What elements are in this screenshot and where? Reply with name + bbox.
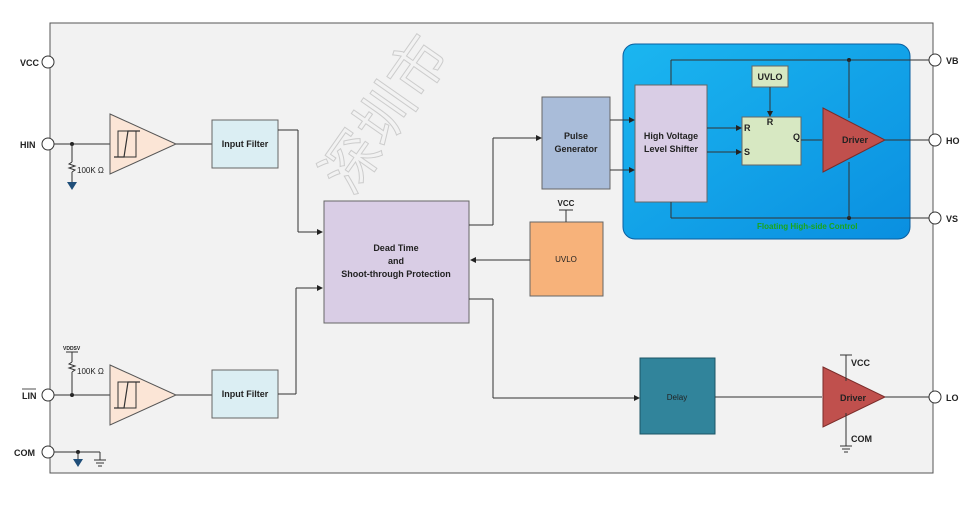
driver-low-label: Driver bbox=[840, 393, 867, 403]
pin-com-label: COM bbox=[14, 448, 35, 458]
lo-vcc-label: VCC bbox=[851, 358, 871, 368]
pulse-gen-label-2: Generator bbox=[554, 144, 598, 154]
driver-high bbox=[822, 107, 887, 173]
hv-level-shifter-block bbox=[634, 84, 708, 203]
latch-r-left: R bbox=[744, 123, 751, 133]
input-filter-high bbox=[211, 119, 279, 169]
input-filter-low-label: Input Filter bbox=[222, 389, 269, 399]
pin-hin[interactable]: HIN bbox=[20, 137, 55, 151]
floating-label: Floating High-side Control bbox=[757, 222, 857, 231]
comparator-low bbox=[109, 364, 178, 426]
dead-time-label-2: and bbox=[388, 256, 404, 266]
pin-lo-label: LO bbox=[946, 393, 959, 403]
uvlo-low-block bbox=[529, 221, 604, 297]
res-high-label: 100K Ω bbox=[77, 166, 104, 175]
pin-vs[interactable]: VS bbox=[928, 211, 958, 225]
pulse-gen-label-1: Pulse bbox=[564, 131, 588, 141]
uvlo-vcc-label: VCC bbox=[558, 199, 575, 208]
vddsv-label: VDDSV bbox=[63, 346, 81, 352]
latch-r-top: R bbox=[767, 117, 774, 127]
pin-ho-label: HO bbox=[946, 136, 960, 146]
latch-block bbox=[741, 116, 802, 166]
dead-time-label-1: Dead Time bbox=[373, 243, 418, 253]
uvlo-high-label: UVLO bbox=[757, 72, 782, 82]
pin-vb[interactable]: VB bbox=[928, 53, 959, 67]
pin-vs-label: VS bbox=[946, 214, 958, 224]
dead-time-label-3: Shoot-through Protection bbox=[341, 269, 450, 279]
driver-high-label: Driver bbox=[842, 135, 869, 145]
latch-s: S bbox=[744, 147, 750, 157]
gnd-com-symbol bbox=[73, 459, 83, 467]
hv-shift-label-1: High Voltage bbox=[644, 131, 698, 141]
dead-time-block bbox=[323, 200, 470, 324]
pin-hin-label: HIN bbox=[20, 140, 36, 150]
input-filter-high-label: Input Filter bbox=[222, 139, 269, 149]
res-low-symbol bbox=[67, 361, 77, 373]
pin-com[interactable]: COM bbox=[14, 445, 55, 459]
pin-vcc[interactable]: VCC bbox=[20, 55, 55, 69]
input-filter-low bbox=[211, 369, 279, 419]
driver-low bbox=[822, 366, 887, 428]
pin-vb-label: VB bbox=[946, 56, 959, 66]
comparator-high bbox=[109, 113, 178, 175]
gnd-high-symbol bbox=[67, 182, 77, 190]
hv-shift-label-2: Level Shifter bbox=[644, 144, 699, 154]
delay-block bbox=[639, 357, 716, 435]
pin-lin[interactable]: LIN bbox=[22, 388, 55, 402]
uvlo-low-label: UVLO bbox=[555, 255, 577, 264]
pin-ho[interactable]: HO bbox=[928, 133, 960, 147]
pulse-generator-block bbox=[541, 96, 611, 190]
delay-label: Delay bbox=[667, 393, 687, 402]
pin-vcc-label: VCC bbox=[20, 58, 40, 68]
pin-lin-label: LIN bbox=[22, 391, 37, 401]
lo-com-label: COM bbox=[851, 434, 872, 444]
pin-lo[interactable]: LO bbox=[928, 390, 959, 404]
res-high-symbol bbox=[67, 161, 77, 173]
latch-q: Q bbox=[793, 132, 800, 142]
res-low-label: 100K Ω bbox=[77, 367, 104, 376]
